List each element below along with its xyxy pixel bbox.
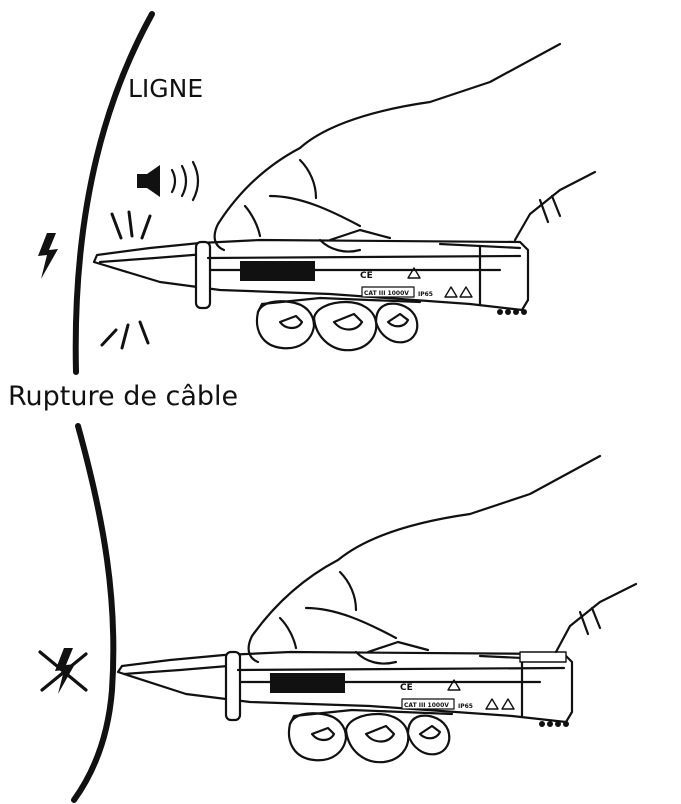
ip-rating: IP65: [418, 291, 433, 298]
crossed-lightning-bolt-icon: [38, 648, 88, 694]
cat-rating-bottom: CAT III 1000V: [404, 702, 449, 709]
cable-arc-bottom: [71, 423, 117, 803]
hand-top: [213, 42, 597, 352]
ce-mark-bottom: CE: [400, 683, 413, 693]
lightning-bolt-icon: [38, 233, 58, 279]
ce-mark: CE: [360, 271, 373, 281]
ip-rating-bottom: IP65: [458, 703, 473, 710]
speaker-sound-icon: [137, 160, 200, 202]
panel-cable-break: CE CAT III 1000V IP65: [38, 423, 638, 803]
hand-bottom: [247, 454, 638, 764]
panel-line-detected: CE CAT III 1000V IP65: [38, 11, 597, 375]
glow-rays-icon: [100, 210, 152, 350]
cat-rating: CAT III 1000V: [364, 290, 409, 297]
voltage-tester-top: CE CAT III 1000V IP65: [92, 238, 530, 315]
label-cable-break: Rupture de câble: [8, 381, 239, 412]
label-line: LIGNE: [128, 74, 204, 103]
voltage-tester-bottom: CE CAT III 1000V IP65: [116, 650, 574, 727]
cable-arc-top: [72, 11, 155, 375]
